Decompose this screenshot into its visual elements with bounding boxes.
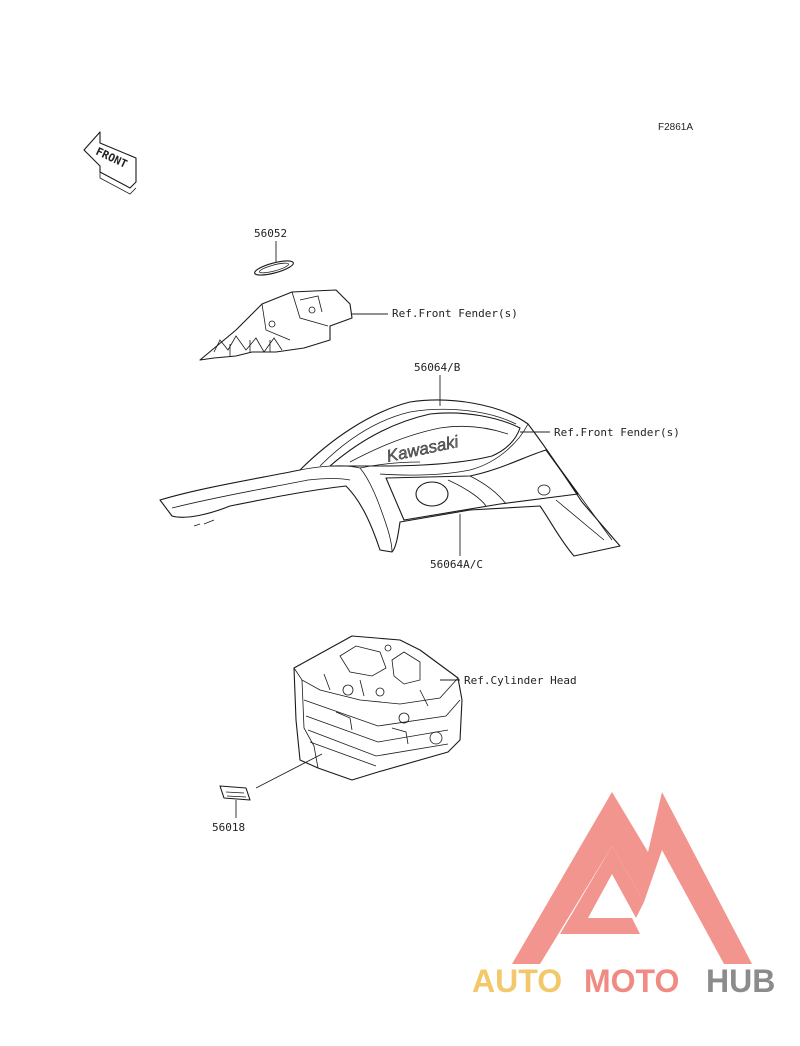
callout-56052[interactable]: 56052 bbox=[254, 227, 287, 240]
decal-56064a-c[interactable] bbox=[385, 449, 605, 541]
cylinder-head-part bbox=[293, 635, 463, 781]
watermark-auto: AUTO bbox=[472, 963, 562, 999]
ref-front-fender-1: Ref.Front Fender(s) bbox=[392, 307, 518, 320]
decal-brand-text: Kawasaki bbox=[385, 432, 461, 466]
decal-56064-b[interactable]: Kawasaki bbox=[329, 412, 521, 467]
callout-56018[interactable]: 56018 bbox=[212, 821, 245, 834]
figure-code: F2861A bbox=[658, 122, 693, 133]
callout-56064a-c[interactable]: 56064A/C bbox=[430, 558, 483, 571]
front-fender-large-part bbox=[159, 399, 621, 557]
ref-cylinder-head: Ref.Cylinder Head bbox=[464, 674, 577, 687]
front-label: FRONT bbox=[94, 145, 130, 171]
watermark-logo-icon bbox=[512, 792, 752, 964]
emblem-56052-shape[interactable] bbox=[253, 258, 294, 278]
watermark-moto: MOTO bbox=[584, 963, 679, 999]
front-fender-small-part bbox=[199, 289, 353, 361]
front-arrow-icon: FRONT bbox=[83, 131, 137, 195]
callout-56064-b[interactable]: 56064/B bbox=[414, 361, 461, 374]
watermark-hub: HUB bbox=[706, 963, 775, 999]
ref-front-fender-2: Ref.Front Fender(s) bbox=[554, 426, 680, 439]
label-56018[interactable] bbox=[219, 785, 251, 801]
